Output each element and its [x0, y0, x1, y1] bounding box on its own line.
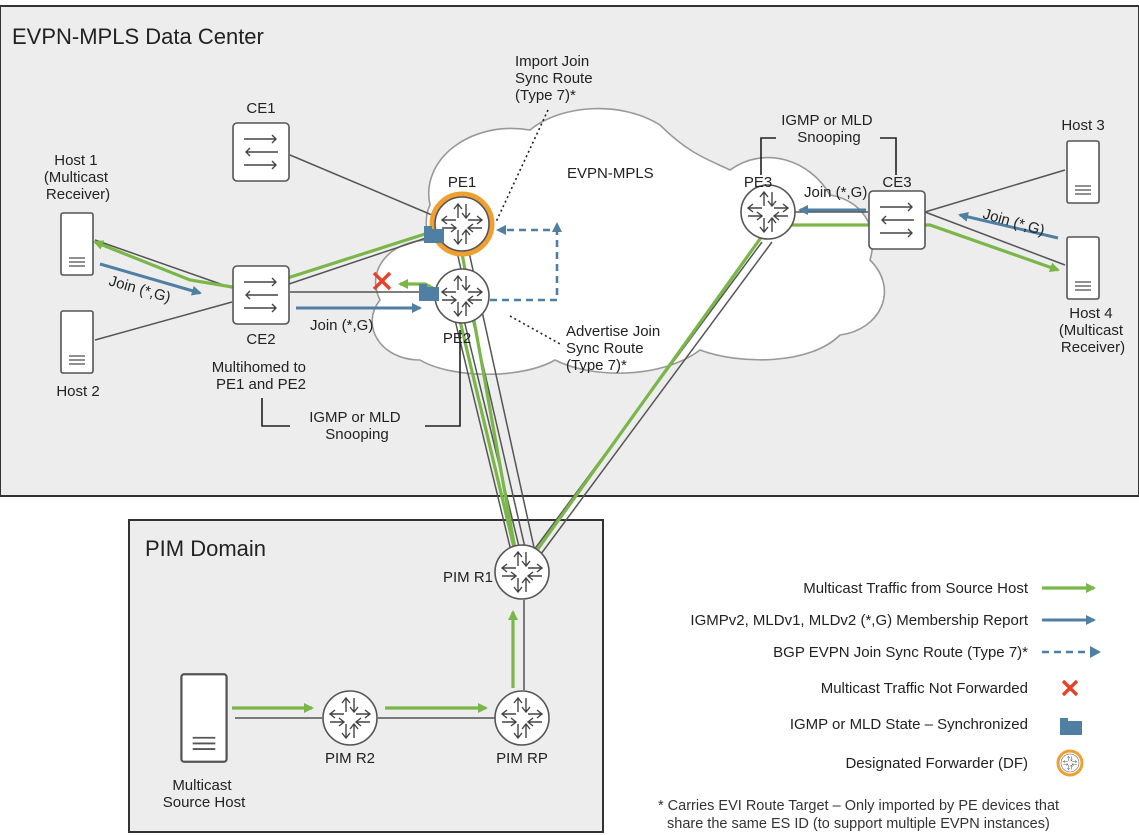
- host2-label: Host 2: [56, 383, 99, 400]
- footnote-line-2: share the same ES ID (to support multipl…: [667, 816, 1050, 832]
- pim-r1-router-icon[interactable]: [494, 544, 550, 600]
- host3-server-icon[interactable]: [1066, 140, 1100, 204]
- membership-report-arrows: [99, 205, 1059, 313]
- legend-label-df: Designated Forwarder (DF): [845, 755, 1028, 772]
- pim-rp-label: PIM RP: [496, 750, 548, 767]
- source-host-server-icon[interactable]: [180, 672, 228, 764]
- pe2-folder-icon: [419, 287, 439, 301]
- not-forwarded-x-icon: [372, 271, 392, 291]
- import-sync-label: Import Join Sync Route (Type 7)*: [515, 53, 597, 104]
- legend-label-not-forwarded: Multicast Traffic Not Forwarded: [821, 680, 1028, 697]
- join-label-ce3: Join (*,G): [804, 184, 867, 201]
- legend-label-state: IGMP or MLD State – Synchronized: [790, 716, 1028, 733]
- datacenter-title: EVPN-MPLS Data Center: [12, 24, 264, 49]
- pe1-folder-tab: [424, 226, 432, 230]
- ce2-label: CE2: [246, 331, 275, 348]
- pim-r1-label: PIM R1: [443, 569, 493, 586]
- ce1-label: CE1: [246, 100, 275, 117]
- callout-lines: [495, 109, 563, 346]
- sync-arrowhead-up: [552, 222, 562, 232]
- pe1-label: PE1: [448, 174, 476, 191]
- host4-label: Host 4 (Multicast Receiver): [1059, 305, 1127, 356]
- pim-r2-label: PIM R2: [325, 750, 375, 767]
- snooping-left-label: IGMP or MLD Snooping: [309, 409, 405, 443]
- pim-domain-title: PIM Domain: [145, 536, 266, 561]
- legend-red-x-icon: [1061, 679, 1079, 697]
- host1-server-icon[interactable]: [60, 212, 94, 276]
- ce1-switch-icon[interactable]: [232, 122, 290, 182]
- legend-label-traffic: Multicast Traffic from Source Host: [803, 580, 1029, 597]
- host2-server-icon[interactable]: [60, 310, 94, 374]
- ce3-label: CE3: [882, 174, 911, 191]
- pe2-label: PE2: [443, 330, 471, 347]
- source-host-label: Multicast Source Host: [163, 777, 246, 811]
- join-sync-route: [490, 228, 559, 302]
- legend-folder-icon: [1060, 718, 1082, 735]
- legend-df-router-icon: [1060, 753, 1080, 773]
- host3-label: Host 3: [1061, 117, 1104, 134]
- pe3-label: PE3: [744, 174, 772, 191]
- evpn-mpls-cloud: [371, 107, 886, 376]
- host1-label: Host 1 (Multicast Receiver): [44, 152, 112, 203]
- multihomed-label: Multihomed to PE1 and PE2: [212, 359, 310, 393]
- ce3-switch-icon[interactable]: [868, 190, 926, 250]
- legend-label-report: IGMPv2, MLDv1, MLDv2 (*,G) Membership Re…: [690, 612, 1028, 629]
- host4-server-icon[interactable]: [1066, 236, 1100, 300]
- pe2-folder-tab: [419, 284, 427, 288]
- advertise-sync-label: Advertise Join Sync Route (Type 7)*: [566, 323, 664, 374]
- pe1-df-ring: [429, 191, 495, 257]
- legend-label-sync: BGP EVPN Join Sync Route (Type 7)*: [773, 644, 1028, 661]
- sync-arrowhead-pe1: [496, 225, 506, 235]
- igmp-state-folder-icons: [419, 226, 444, 301]
- footnote-line-1: * Carries EVI Route Target – Only import…: [658, 798, 1059, 814]
- pim-rp-router-icon[interactable]: [494, 690, 550, 746]
- ce2-switch-icon[interactable]: [232, 265, 290, 325]
- pe2-router-icon[interactable]: [434, 268, 490, 324]
- join-label-ce2: Join (*,G): [310, 317, 373, 334]
- snooping-right-label: IGMP or MLD Snooping: [781, 112, 877, 146]
- snooping-brackets: [261, 137, 897, 427]
- pim-r2-router-icon[interactable]: [322, 690, 378, 746]
- pe3-router-icon[interactable]: [740, 184, 796, 240]
- legend: Multicast Traffic from Source Host IGMPv…: [690, 580, 1101, 777]
- legend-dashed-arrowhead-icon: [1090, 646, 1101, 658]
- cloud-label: EVPN-MPLS: [567, 165, 654, 182]
- pe1-folder-icon: [424, 229, 444, 243]
